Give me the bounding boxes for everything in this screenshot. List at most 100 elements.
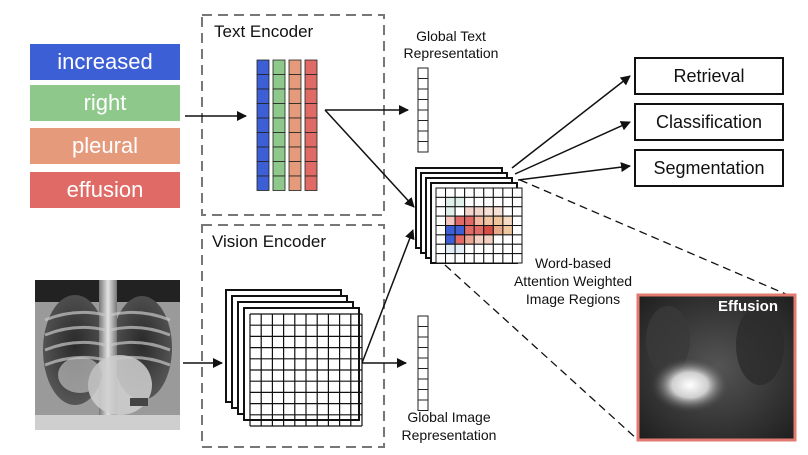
text-embedding-cell (304, 146, 318, 162)
zoom-line-bottom (444, 264, 639, 441)
attention-cell (502, 215, 513, 226)
attention-cell (502, 243, 513, 255)
attention-cell (464, 215, 475, 226)
text-embedding-cell (272, 117, 286, 133)
global-image-label-line1: Global Image (407, 409, 491, 425)
attention-cell (445, 234, 456, 245)
attention-cell (445, 206, 456, 217)
vector-cell (417, 336, 429, 348)
attention-cell (492, 206, 504, 217)
text-embedding-cell (304, 117, 318, 133)
attention-cell (473, 215, 485, 226)
attention-cell (473, 187, 485, 198)
attention-to-segmentation-arrow (517, 162, 631, 181)
vision-encoder-title: Vision Encoder (212, 232, 327, 251)
global-text-vector (417, 67, 429, 153)
attention-cell (511, 196, 523, 208)
attention-cell (435, 234, 447, 245)
attention-cell (473, 206, 485, 217)
attention-cell (492, 225, 504, 236)
segmentation-output-image (636, 293, 797, 442)
attention-cell (464, 206, 475, 217)
attention-cell (435, 253, 447, 264)
text-embedding-cell (272, 103, 286, 119)
vector-cell (417, 389, 429, 401)
global-text-label: Global Text Representation (392, 28, 510, 62)
text-embedding-cell (304, 59, 318, 75)
attention-cell (454, 225, 466, 236)
chest-xray-image (35, 280, 180, 430)
attention-cell (464, 243, 475, 255)
attention-cell (445, 225, 456, 236)
text-embedding-cell (272, 146, 286, 162)
text-embedding-cell (304, 103, 318, 119)
vector-cell (417, 67, 429, 79)
attention-cell (511, 215, 523, 226)
segmentation-label: Effusion (718, 298, 778, 315)
attention-cell (445, 253, 456, 264)
attention-cell (454, 196, 466, 208)
vision-encoder-box (201, 224, 385, 448)
global-image-label: Global Image Representation (390, 408, 508, 444)
text-embedding-cell (272, 88, 286, 104)
vector-cell (417, 378, 429, 390)
text-embedding-cell (288, 74, 302, 90)
text-embedding-cell (256, 175, 270, 191)
attention-cell (454, 234, 466, 245)
global-text-label-line2: Representation (403, 45, 499, 61)
attention-cell (464, 187, 475, 198)
zoom-line-top (519, 179, 796, 299)
attention-cell (435, 206, 447, 217)
attention-cell (511, 234, 523, 245)
attention-cell (511, 243, 523, 255)
global-text-label-line1: Global Text (416, 28, 486, 44)
word-token-right: right (30, 85, 180, 121)
text-embedding-cell (304, 175, 318, 191)
text-embedding-cell (272, 175, 286, 191)
vector-cell (417, 130, 429, 142)
vector-cell (417, 141, 429, 153)
text-embedding-cell (256, 161, 270, 177)
text-embedding-cell (256, 88, 270, 104)
attention-cell (454, 215, 466, 226)
word-token-effusion: effusion (30, 172, 180, 208)
attention-cell (473, 225, 485, 236)
attention-cell (483, 196, 494, 208)
attention-cell (473, 253, 485, 264)
attention-cell (492, 196, 504, 208)
vector-cell (417, 315, 429, 327)
attention-cell (473, 243, 485, 255)
attention-cell (483, 215, 494, 226)
attention-cell (511, 225, 523, 236)
vision-feature-maps (225, 289, 363, 427)
attention-cell (435, 225, 447, 236)
attention-cell (435, 187, 447, 198)
text-embedding-cell (256, 103, 270, 119)
text-embedding-cell (256, 132, 270, 148)
vector-cell (417, 120, 429, 132)
vector-cell (417, 347, 429, 359)
attention-cell (473, 234, 485, 245)
text-embedding-cell (256, 59, 270, 75)
text-encoder-title: Text Encoder (214, 22, 314, 41)
attention-cell (454, 206, 466, 217)
vector-cell (417, 99, 429, 111)
word-token-increased: increased (30, 44, 180, 80)
text-embedding-cell (272, 132, 286, 148)
attention-cell (473, 196, 485, 208)
attention-cell (445, 215, 456, 226)
attention-cell (492, 215, 504, 226)
text-embedding-cell (272, 161, 286, 177)
task-segmentation: Segmentation (634, 149, 784, 187)
word-token-pleural: pleural (30, 128, 180, 164)
text-embedding-cell (288, 132, 302, 148)
attention-to-retrieval-arrow (511, 75, 631, 169)
vector-cell (417, 399, 429, 411)
attention-cell (464, 253, 475, 264)
text-embedding-cell (304, 132, 318, 148)
attention-cell (445, 196, 456, 208)
text-embedding-cell (272, 59, 286, 75)
text-embedding-cell (304, 88, 318, 104)
